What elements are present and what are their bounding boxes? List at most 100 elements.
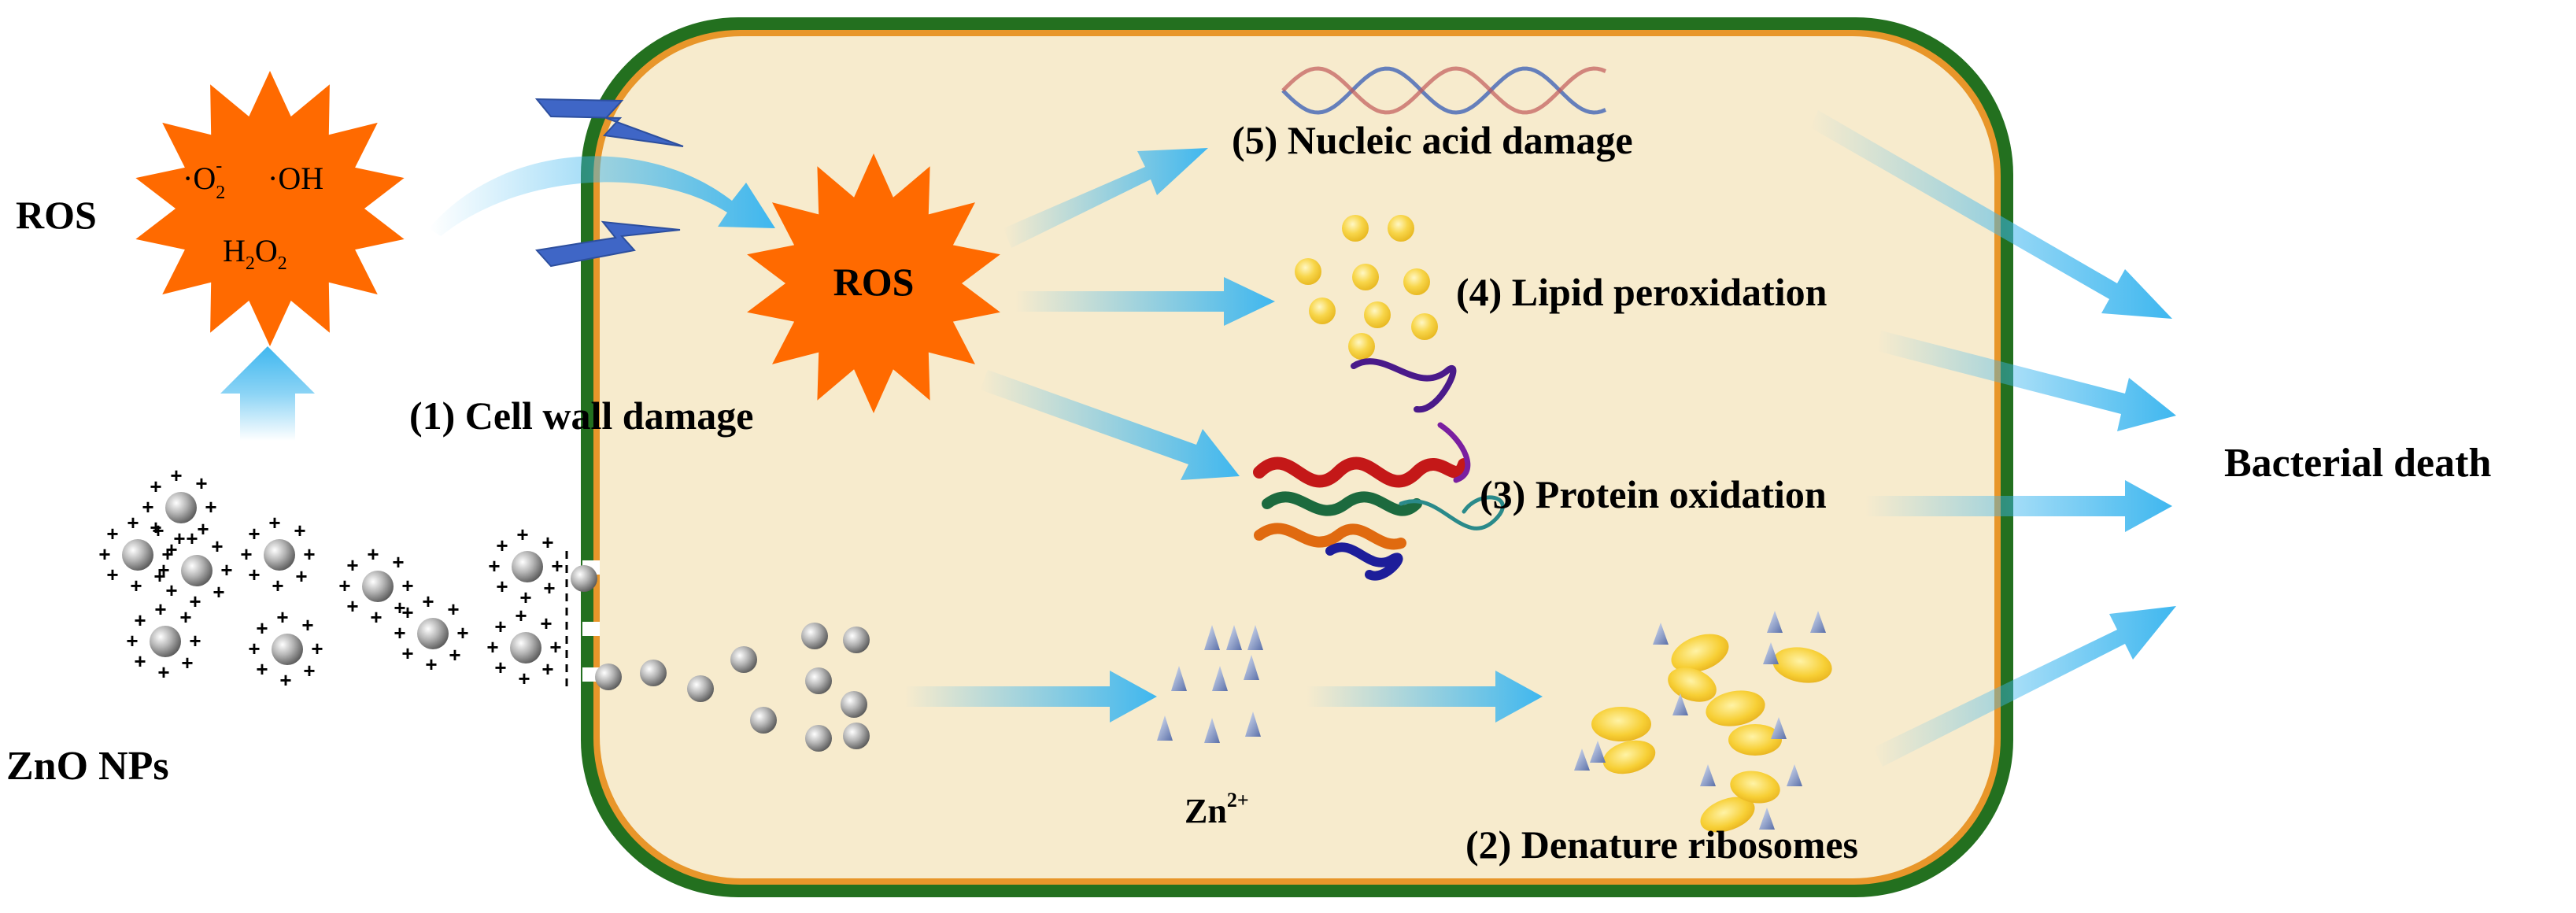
ros-entry-curved-arrow bbox=[429, 156, 775, 236]
zinc-ion bbox=[1574, 749, 1590, 771]
arrow-ros-to-nucleic-acid bbox=[1003, 148, 1208, 248]
zno-nanoparticle bbox=[843, 723, 870, 749]
svg-text:+: + bbox=[179, 605, 191, 629]
ros-outside-label: ROS bbox=[16, 193, 97, 237]
bacterial-cell-cytoplasm bbox=[600, 36, 1994, 878]
zno-nanoparticle: ++++++++ bbox=[338, 542, 413, 629]
ribosome bbox=[1602, 740, 1656, 774]
svg-text:+: + bbox=[248, 563, 260, 586]
zinc-ion bbox=[1653, 623, 1669, 645]
svg-text:+: + bbox=[165, 538, 177, 561]
zno-nanoparticle bbox=[805, 667, 832, 694]
svg-text:+: + bbox=[256, 657, 268, 681]
zno-nanoparticles-inside bbox=[571, 565, 870, 752]
arrow-ros-to-protein bbox=[980, 370, 1240, 480]
svg-text:+: + bbox=[494, 615, 506, 638]
lightning-bolt-icon-lower bbox=[535, 220, 681, 268]
svg-text:+: + bbox=[153, 564, 165, 588]
zno-nanoparticle: ++++++++ bbox=[486, 604, 561, 690]
ribosome bbox=[1671, 634, 1729, 673]
svg-text:+: + bbox=[189, 629, 201, 652]
svg-text:+: + bbox=[303, 659, 315, 682]
svg-text:+: + bbox=[541, 657, 553, 681]
ros-burst-outside bbox=[135, 71, 405, 346]
zno-nanoparticles-outside: ++++++++++++++++++++++++++++++++++++++++… bbox=[98, 464, 563, 692]
lipid-droplet bbox=[1411, 313, 1438, 340]
svg-text:+: + bbox=[422, 590, 434, 613]
zno-nanoparticle bbox=[640, 660, 667, 686]
svg-text:+: + bbox=[401, 641, 413, 665]
svg-text:+: + bbox=[541, 530, 553, 554]
zno-nanoparticle: ++++++++ bbox=[248, 605, 323, 692]
arrow-np-to-zn-ions bbox=[905, 671, 1157, 723]
svg-text:+: + bbox=[346, 594, 358, 618]
svg-text:+: + bbox=[392, 550, 404, 574]
svg-text:+: + bbox=[165, 578, 177, 602]
zno-nanoparticle: ++++++++ bbox=[488, 523, 563, 609]
zno-nanoparticle bbox=[843, 627, 870, 653]
svg-text:+: + bbox=[394, 596, 405, 619]
svg-text:+: + bbox=[401, 601, 413, 624]
lipid-droplet bbox=[1352, 264, 1379, 290]
zinc-ion bbox=[1247, 625, 1263, 650]
zinc-ion bbox=[1245, 712, 1261, 737]
svg-text:+: + bbox=[106, 563, 118, 586]
ribosome bbox=[1700, 797, 1755, 833]
svg-text:+: + bbox=[311, 637, 323, 660]
zinc-ion bbox=[1787, 764, 1802, 786]
svg-text:+: + bbox=[303, 542, 315, 566]
svg-text:+: + bbox=[519, 586, 531, 609]
protein-oxidation-label: (3) Protein oxidation bbox=[1480, 472, 1827, 516]
svg-text:+: + bbox=[150, 516, 161, 539]
zinc-ion bbox=[1157, 715, 1173, 741]
svg-text:+: + bbox=[134, 608, 146, 632]
svg-text:+: + bbox=[173, 527, 185, 550]
dna-double-helix bbox=[1281, 66, 1606, 115]
arrow-nucleic-acid-to-death bbox=[1810, 110, 2172, 319]
lipid-droplet bbox=[1364, 301, 1391, 328]
lipid-droplet bbox=[1388, 215, 1414, 242]
svg-text:+: + bbox=[213, 580, 224, 604]
zno-nanoparticle bbox=[801, 623, 828, 649]
zno-nanoparticle: ++++++++ bbox=[240, 511, 315, 597]
svg-text:+: + bbox=[276, 605, 288, 629]
ribosome bbox=[1730, 771, 1780, 804]
svg-text:+: + bbox=[279, 668, 291, 692]
svg-text:+: + bbox=[240, 542, 252, 566]
svg-text:+: + bbox=[195, 471, 207, 495]
zinc-ion bbox=[1700, 764, 1716, 786]
svg-text:+: + bbox=[295, 564, 307, 588]
lipid-droplet bbox=[1403, 268, 1430, 295]
zno-nanoparticle: ++++++++ bbox=[157, 527, 232, 613]
svg-text:+: + bbox=[494, 656, 506, 679]
arrow-zn-to-ribosomes bbox=[1306, 671, 1543, 723]
svg-text:+: + bbox=[220, 558, 232, 582]
zno-nanoparticle: ++++++++ bbox=[98, 511, 173, 597]
svg-text:+: + bbox=[540, 612, 552, 635]
ribosome bbox=[1591, 707, 1651, 741]
svg-text:+: + bbox=[106, 522, 118, 545]
svg-text:+: + bbox=[496, 575, 508, 598]
arrow-lipid-to-death bbox=[1877, 331, 2176, 431]
svg-text:+: + bbox=[543, 576, 555, 600]
svg-text:+: + bbox=[126, 629, 138, 652]
svg-text:+: + bbox=[516, 523, 528, 546]
ribosome bbox=[1668, 667, 1717, 702]
arrow-ribosomes-to-death bbox=[1873, 606, 2176, 767]
svg-text:+: + bbox=[401, 574, 413, 597]
nucleic-acid-damage-label: (5) Nucleic acid damage bbox=[1232, 118, 1633, 162]
denature-ribosomes-label: (2) Denature ribosomes bbox=[1465, 822, 1858, 867]
svg-text:+: + bbox=[456, 621, 468, 645]
svg-text:+: + bbox=[154, 597, 166, 621]
svg-text:+: + bbox=[98, 542, 110, 566]
zno-nanoparticle: ++++++++ bbox=[126, 597, 201, 684]
svg-text:+: + bbox=[447, 597, 459, 621]
svg-text:+: + bbox=[425, 652, 437, 676]
zno-nanoparticle: ++++++++ bbox=[142, 464, 216, 550]
arrow-ros-to-lipid bbox=[1015, 277, 1275, 326]
svg-text:+: + bbox=[486, 635, 498, 659]
lipid-droplet bbox=[1342, 215, 1369, 242]
zinc-ion bbox=[1244, 655, 1259, 680]
zno-nanoparticle bbox=[805, 725, 832, 752]
